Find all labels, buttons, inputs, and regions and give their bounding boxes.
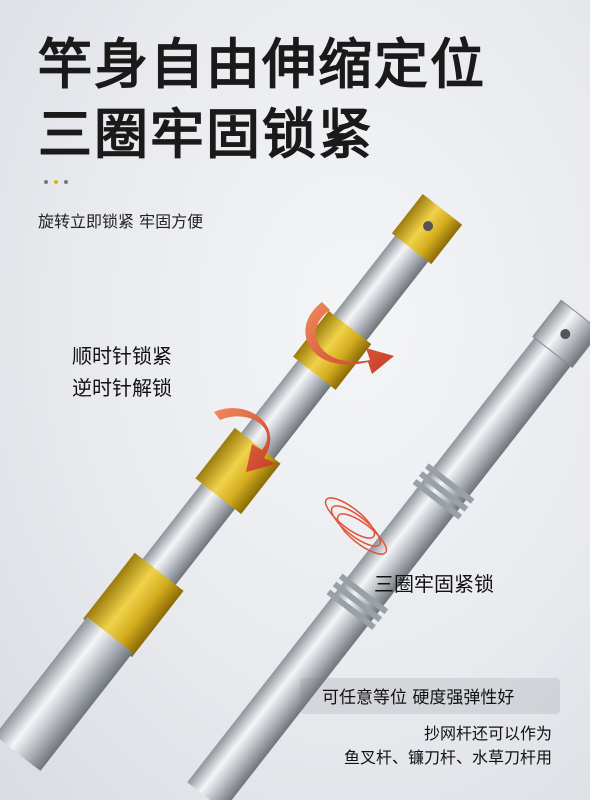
dot: [44, 180, 48, 184]
footer-highlight-band: [300, 678, 560, 714]
rotate-counterclockwise-arrow-icon: [214, 408, 276, 472]
left-telescopic-pole: [0, 193, 463, 771]
label-three-rings: 三圈牢固紧锁: [374, 572, 494, 596]
ring-highlight-icon: [324, 497, 388, 555]
footer-line1: 可任意等位 硬度强弹性好: [322, 688, 515, 708]
headline-line1: 竿身自由伸缩定位: [38, 33, 486, 96]
headline-line2: 三圈牢固锁紧: [38, 103, 374, 166]
footer-line2: 抄网杆还可以作为: [423, 724, 552, 743]
subtitle: 旋转立即锁紧 牢固方便: [38, 212, 204, 231]
rotate-clockwise-arrow-icon: [305, 302, 394, 374]
footer-line3: 鱼叉杆、镰刀杆、水草刀杆用: [343, 748, 552, 767]
dot: [64, 180, 68, 184]
right-silver-pole: [187, 299, 590, 800]
label-clockwise-lock: 顺时针锁紧: [72, 344, 172, 368]
lock-rings: [326, 463, 475, 630]
pagination-dots: [44, 180, 68, 184]
dot-active: [54, 180, 58, 184]
label-counterclockwise-unlock: 逆时针解锁: [72, 376, 172, 400]
